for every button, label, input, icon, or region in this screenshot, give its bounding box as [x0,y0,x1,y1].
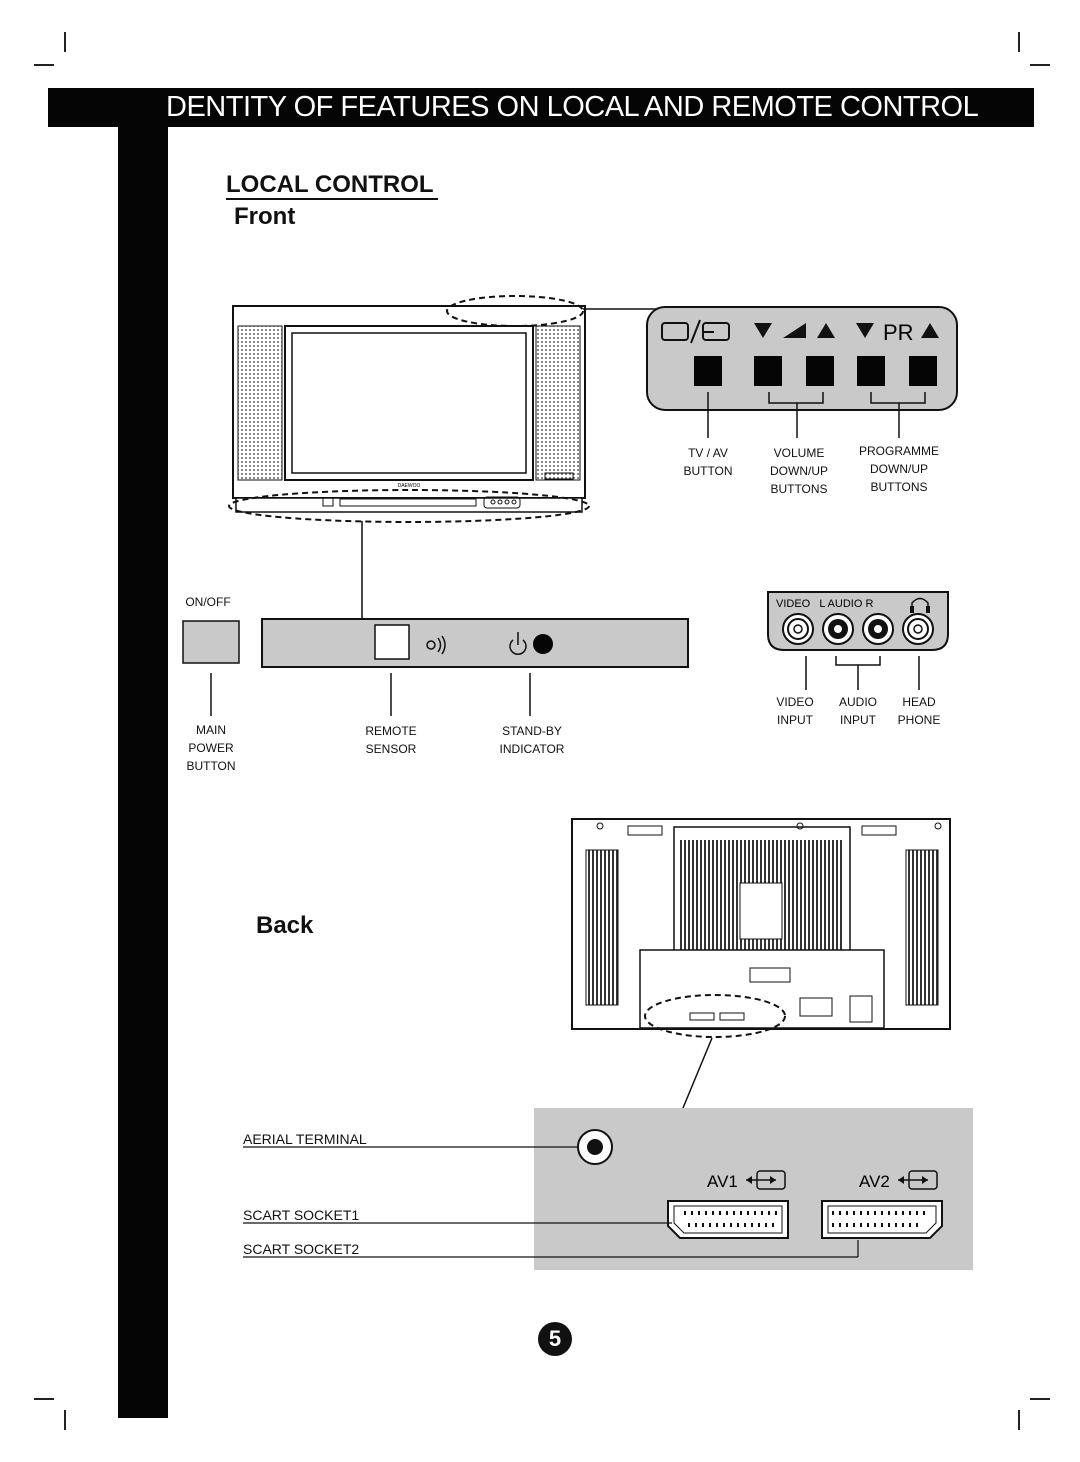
crop-mark [1018,1410,1020,1430]
aerial-terminal[interactable] [577,1129,613,1165]
programme-pr-text: PR [883,320,914,345]
front-heading: Front [234,203,296,230]
scart-socket1-label: SCART SOCKET1 [243,1207,360,1223]
volume-up-icon [817,323,835,338]
volume-label: VOLUME DOWN/UP BUTTONS [770,446,828,496]
programme-down-button[interactable] [857,356,885,386]
audio-left-jack[interactable] [822,613,854,645]
crop-mark [64,32,66,52]
av1-label: AV1 [707,1172,738,1191]
volume-down-button[interactable] [754,356,782,386]
tv-av-label: TV / AV BUTTON [683,446,733,478]
top-buttons-highlight [446,295,584,327]
audio-input-label: AUDIO INPUT [838,695,877,727]
remote-sensor-label: REMOTE SENSOR [365,724,417,756]
av-panel-top-label: VIDEO L AUDIO R [776,598,873,610]
standby-indicator [533,634,553,654]
side-bar [118,126,168,1418]
crop-mark [1018,32,1020,52]
scart-socket-2[interactable] [821,1200,943,1239]
crop-mark [1030,1398,1050,1400]
audio-right-jack[interactable] [862,613,894,645]
tv-av-button[interactable] [694,356,722,386]
video-input-jack[interactable] [782,613,814,645]
programme-up-button[interactable] [909,356,937,386]
main-power-button[interactable] [182,620,240,664]
tv-brand-logo: DAEWOO [398,483,421,489]
volume-up-button[interactable] [806,356,834,386]
aerial-terminal-label: AERIAL TERMINAL [243,1131,367,1147]
programme-label: PROGRAMME DOWN/UP BUTTONS [858,444,939,494]
programme-down-icon [856,323,874,338]
volume-down-icon [754,323,772,338]
tv-back-illustration [571,818,951,1030]
standby-power-icon [509,632,527,655]
volume-ramp-icon [783,323,806,338]
tv-front-illustration [232,305,586,513]
tv-av-icon [661,319,730,344]
remote-sensor-icon [426,635,446,655]
back-heading: Back [256,912,314,939]
crop-mark [64,1410,66,1430]
scart-socket-1[interactable] [667,1200,789,1239]
remote-sensor-window [374,624,410,660]
header-bar: DENTITY OF FEATURES ON LOCAL AND REMOTE … [48,88,1034,127]
head-phone-label: HEAD PHONE [897,695,941,727]
page-title: DENTITY OF FEATURES ON LOCAL AND REMOTE … [166,91,979,123]
bottom-panel-highlight [228,489,590,523]
crop-mark [1030,64,1050,66]
video-input-label: VIDEO INPUT [776,695,814,727]
programme-up-icon [921,323,939,338]
scart-socket2-label: SCART SOCKET2 [243,1241,360,1257]
standby-label: STAND-BY INDICATOR [499,724,565,756]
main-power-label: MAIN POWER BUTTON [186,723,236,773]
av-jack-panel [767,591,949,651]
headphone-jack[interactable] [902,613,934,645]
power-panel [261,618,689,668]
local-control-heading: LOCAL CONTROL [226,172,438,200]
back-sockets-highlight [644,994,786,1038]
crop-mark [34,64,54,66]
page-number: 5 [538,1322,572,1356]
crop-mark [34,1398,54,1400]
headphone-icon [910,597,930,613]
av1-arrow-icon [746,1170,786,1190]
av2-label: AV2 [859,1172,890,1191]
av2-arrow-icon [898,1170,938,1190]
on-off-label: ON/OFF [185,595,231,609]
